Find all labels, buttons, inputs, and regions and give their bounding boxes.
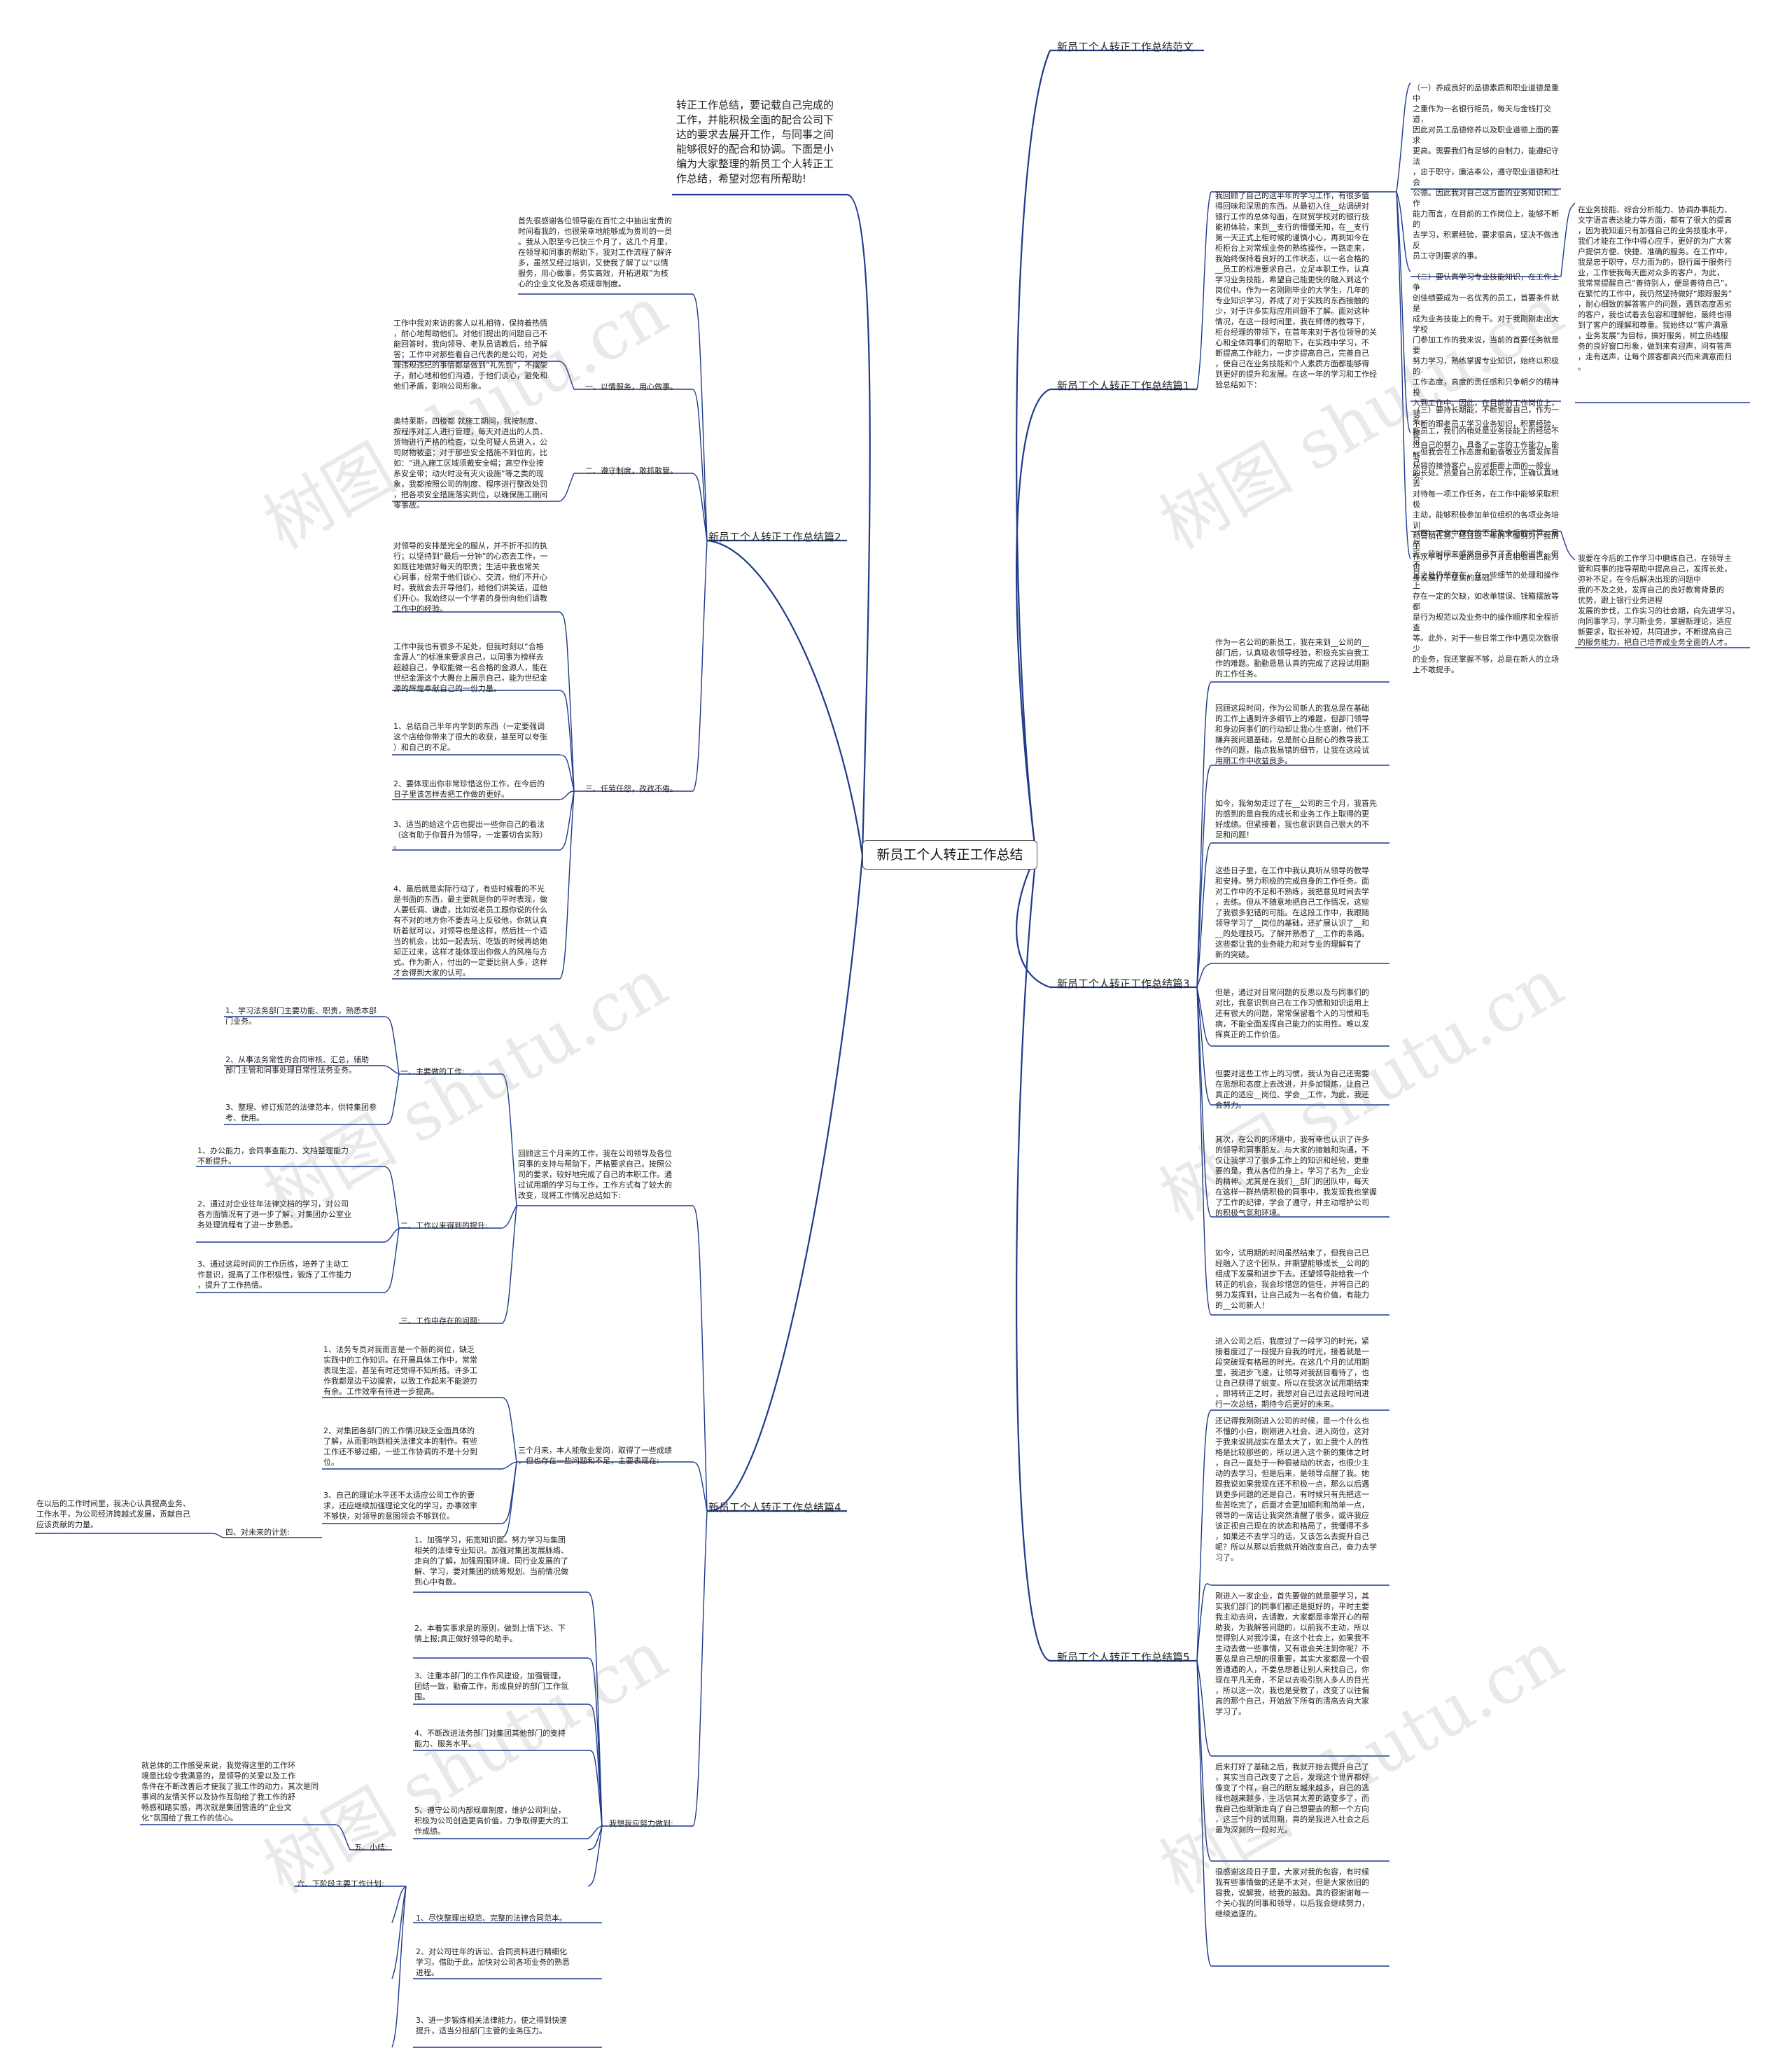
edge-p2	[706, 539, 864, 856]
p2-section-item[interactable]: 4、最后就是实际行动了，有些时候看的不光 是书面的东西，最主要就是你的平时表现，…	[393, 884, 547, 977]
p1-item-node[interactable]: （三）要持长期能，不断完善自己，作为一名 新员工，我们的稍处是业务技能上的经验不…	[1413, 405, 1559, 583]
p1-right-node[interactable]: 我要在今后的工作学习中磨练自己，在领导主 管和同事的指导帮助中提高自己，发挥长处…	[1578, 554, 1740, 647]
p2-section-label[interactable]: 二、遵守制度，敢抓敢管。	[585, 466, 678, 475]
p4-plan-label[interactable]: 我想我应努力做到:	[609, 1819, 673, 1828]
p2-section-item[interactable]: 工作中我对来访的客人以礼相待，保持着热情 ，耐心地帮助他们。对他们提出的问题自己…	[393, 319, 548, 391]
p4-s6-item[interactable]: 2、对公司往年的诉讼、合同资料进行精细化 学习，借助于此，加快对公司各项业务的熟…	[416, 1947, 570, 1977]
edge-p5	[1016, 855, 1051, 1662]
p2-section-item[interactable]: 3、适当的给这个店也提出一些你自己的看法 （这有助于你晋升为领导，一定要切合实际…	[393, 820, 547, 850]
p2-section-item[interactable]: 对领导的安排是完全的服从，并不折不扣的执 行；以坚持到“最后一分钟”的心态去工作…	[393, 541, 548, 613]
p4-s1-item[interactable]: 3、整理、修订规范的法律范本，供特集团参 考、使用。	[225, 1103, 377, 1122]
edge-p4	[706, 855, 864, 1512]
p4-plan-item[interactable]: 1、加强学习，拓宽知识面。努力学习与集团 相关的法律专业知识。加强对集团发展脉络…	[414, 1535, 568, 1587]
p2-section-item[interactable]: 工作中我也有很多不足处，但我时刻以“合格 金源人”的标准来要求自己，以同事为榜样…	[393, 642, 547, 693]
branch-p5[interactable]: 新员工个人转正工作总结篇5	[1057, 1651, 1190, 1664]
p4-s2-item[interactable]: 2、通过对企业往年法律文档的学习，对公司 各方面情况有了进一步了解，对集团办公室…	[197, 1199, 351, 1229]
p4-s3-intro[interactable]: 三个月来，本人能敬业爱岗，取得了一些成绩 ，但也存在一些问题和不足，主要表现在:	[518, 1446, 672, 1465]
root-topic[interactable]: 新员工个人转正工作总结	[862, 840, 1037, 870]
branch-p2[interactable]: 新员工个人转正工作总结篇2	[708, 531, 841, 543]
p4-s3-item[interactable]: 2、对集团各部门的工作情况缺乏全面具体的 了解，从而影响到相关法律文本的制作。有…	[323, 1426, 477, 1467]
p5-item-node[interactable]: 还记得我刚刚进入公司的时候，是一个什么也 不懂的小白，刚刚进入社会、进入岗位，这…	[1215, 1416, 1377, 1562]
p5-item-node[interactable]: 很感谢这段日子里，大家对我的包容，有时候 我有些事情做的还是不太对，但是大家依旧…	[1215, 1867, 1369, 1918]
edge-fanwen	[1016, 50, 1051, 856]
p4-plan-item[interactable]: 3、注重本部门的工作作风建设，加强管理， 团结一致，勤奋工作，形成良好的部门工作…	[414, 1671, 568, 1701]
p3-item-node[interactable]: 其次，在公司的环境中，我有幸也认识了许多 的领导和同事朋友。与大家的接触和沟通，…	[1215, 1135, 1377, 1218]
p3-item-node[interactable]: 如今，试用期的时间虽然结束了，但我自己已 经融入了这个团队，并期望能够成长__公…	[1215, 1248, 1369, 1310]
p1-item-node[interactable]: （四）工作中存在的不足及今后的打算。虽然 近一段时间来感觉自己有了不小的进步，但…	[1413, 529, 1559, 674]
branch-p1[interactable]: 新员工个人转正工作总结篇1	[1057, 379, 1190, 392]
p2-intro-node[interactable]: 首先很感谢各位领导能在百忙之中抽出宝贵的 时间看我的，也很荣幸地能够成为贵司的一…	[518, 216, 672, 288]
p4-review-node[interactable]: 回顾这三个月来的工作，我在公司领导及各位 同事的支持与帮助下，严格要求自己，按照…	[518, 1149, 672, 1200]
p3-item-node[interactable]: 回顾这段时间，作为公司新人的我总是在基础 的工作上遇到许多细节上的难题，但部门领…	[1215, 704, 1369, 765]
p1-item-node[interactable]: （一）养成良好的品德素质和职业道德是重中 之重作为一名银行柜员，每天与金钱打交道…	[1413, 83, 1559, 260]
p4-s6-item[interactable]: 1、尽快整理出规范、完整的法律合同范本。	[416, 1914, 567, 1923]
p3-item-node[interactable]: 如今，我匆匆走过了在__公司的三个月，我首先 的感到的是自我的成长和业务工作上取…	[1215, 799, 1377, 840]
p1-main-node[interactable]: 我回顾了自己的这半年的学习工作，有很多值 得回味和深思的东西。从最初入住__站调…	[1215, 191, 1377, 389]
branch-fanwen[interactable]: 新员工个人转正工作总结范文	[1057, 41, 1194, 53]
edge-p3	[1016, 855, 1051, 989]
p1-item-node[interactable]: （二）要认真学习专业技能知识，在工作上争 创佳绩要成为一名优秀的员工，首要条件就…	[1413, 272, 1559, 481]
p5-item-node[interactable]: 进入公司之后，我度过了一段学习的时光，紧 接着度过了一段提升自我的时光，接着就是…	[1215, 1337, 1369, 1409]
p4-s5-text[interactable]: 就总体的工作感受来说，我觉得这里的工作环 境是比较令我满意的，是领导的关爱以及工…	[141, 1761, 318, 1823]
p4-s2-item[interactable]: 1、办公能力，会同事查能力、文档整理能力 不断提升。	[197, 1146, 349, 1166]
p2-section-item[interactable]: 1、总结自己半年内学到的东西（一定要强调 这个店给你带来了很大的收获，甚至可以夸…	[393, 722, 547, 752]
p2-section-label[interactable]: 三、任劳任怨，孜孜不倦。	[585, 784, 678, 793]
p4-section-label[interactable]: 三、工作中存在的问题:	[400, 1316, 480, 1325]
branch-p3[interactable]: 新员工个人转正工作总结篇3	[1057, 977, 1190, 990]
p1-right-node[interactable]: 在业务技能、综合分析能力、协调办事能力、 文字语言表达能力等方面，都有了很大的提…	[1578, 205, 1732, 372]
branch-p4[interactable]: 新员工个人转正工作总结篇4	[708, 1501, 841, 1514]
p3-item-node[interactable]: 但要对这些工作上的习惯，我认为自己还需要 在思想和态度上去改进，并多加锻炼，让自…	[1215, 1069, 1369, 1110]
p4-s1-item[interactable]: 1、学习法务部门主要功能、职责，熟悉本部 门业务。	[225, 1006, 377, 1026]
p4-plan-item[interactable]: 2、本着实事求是的原则，做到上情下达、下 情上报;真正做好领导的助手。	[414, 1624, 566, 1643]
p4-s1-item[interactable]: 2、从事法务常性的合同审核、汇总，辅助 部门主管和同事处理日常性法务业务。	[225, 1055, 369, 1075]
intro-text: 转正工作总结，要记载自己完成的 工作，并能积极全面的配合公司下 达的要求去展开工…	[676, 99, 834, 185]
p4-s3-item[interactable]: 1、法务专员对我而言是一个新的岗位，缺乏 实践中的工作知识。在开展具体工作中，常…	[323, 1345, 477, 1396]
p5-item-node[interactable]: 后来打好了基础之后，我就开始去提升自己了 ，其实当自己改变了之后，发现这个世界都…	[1215, 1762, 1369, 1834]
p3-item-node[interactable]: 但是，通过对日常问题的反思以及与同事们的 对比，我意识到自己在工作习惯和知识运用…	[1215, 988, 1369, 1039]
p4-section-label[interactable]: 四、对未来的计划:	[225, 1528, 290, 1537]
p4-section-label[interactable]: 六、下阶段主要工作计划:	[297, 1879, 384, 1888]
p4-section-label[interactable]: 二、工作以来得到的提升:	[400, 1221, 488, 1230]
p4-plan-item[interactable]: 4、不断改进法务部门对集团其他部门的支持 能力、服务水平。	[414, 1729, 566, 1748]
p4-s3-item[interactable]: 3、自己的理论水平还不太适应公司工作的要 求，还应继续加强理论文化的学习，办事效…	[323, 1491, 477, 1521]
edge-p1	[1016, 388, 1051, 856]
p4-plan-item[interactable]: 5、遵守公司内部规章制度，维护公司利益， 积极为公司创造更高价值，力争取得更大的…	[414, 1806, 568, 1836]
edge-intro	[846, 193, 871, 856]
p2-section-label[interactable]: 一、以情服务，用心做事。	[585, 382, 678, 391]
p4-s2-item[interactable]: 3、通过这段时间的工作历练，培养了主动工 作意识，提高了工作积极性，锻炼了工作能…	[197, 1260, 351, 1290]
p2-section-item[interactable]: 2、要体现出你非常珍惜这份工作，在今后的 日子里该怎样去把工作做的更好。	[393, 779, 545, 799]
p4-s6-item[interactable]: 3、进一步锻炼相关法律能力，使之得到快速 提升，适当分担部门主管的业务压力。	[416, 2016, 567, 2035]
p3-item-node[interactable]: 作为一名公司的新员工，我在来到__公司的__ 部门后，认真吸收领导经验，积极充实…	[1215, 638, 1369, 678]
p4-section-label[interactable]: 一、主要做的工作:	[400, 1067, 465, 1076]
p5-item-node[interactable]: 刚进入一家企业，首先要做的就是要学习，其 实我们部门的同事们都还是挺好的，平时主…	[1215, 1591, 1369, 1716]
p3-item-node[interactable]: 这些日子里，在工作中我认真听从领导的教导 和安排。努力积极的完成自身的工作任务。…	[1215, 866, 1369, 959]
p4-section-label[interactable]: 五、小结:	[354, 1843, 388, 1852]
p2-section-item[interactable]: 奥特莱斯，四楼都 就施工期间，我按制度、 按程序对工人进行管理，每天对进出的人员…	[393, 417, 547, 510]
p4-s4-text[interactable]: 在以后的工作时间里，我决心认真提高业务、 工作水平，为公司经济跨越式发展，贡献自…	[36, 1499, 190, 1529]
